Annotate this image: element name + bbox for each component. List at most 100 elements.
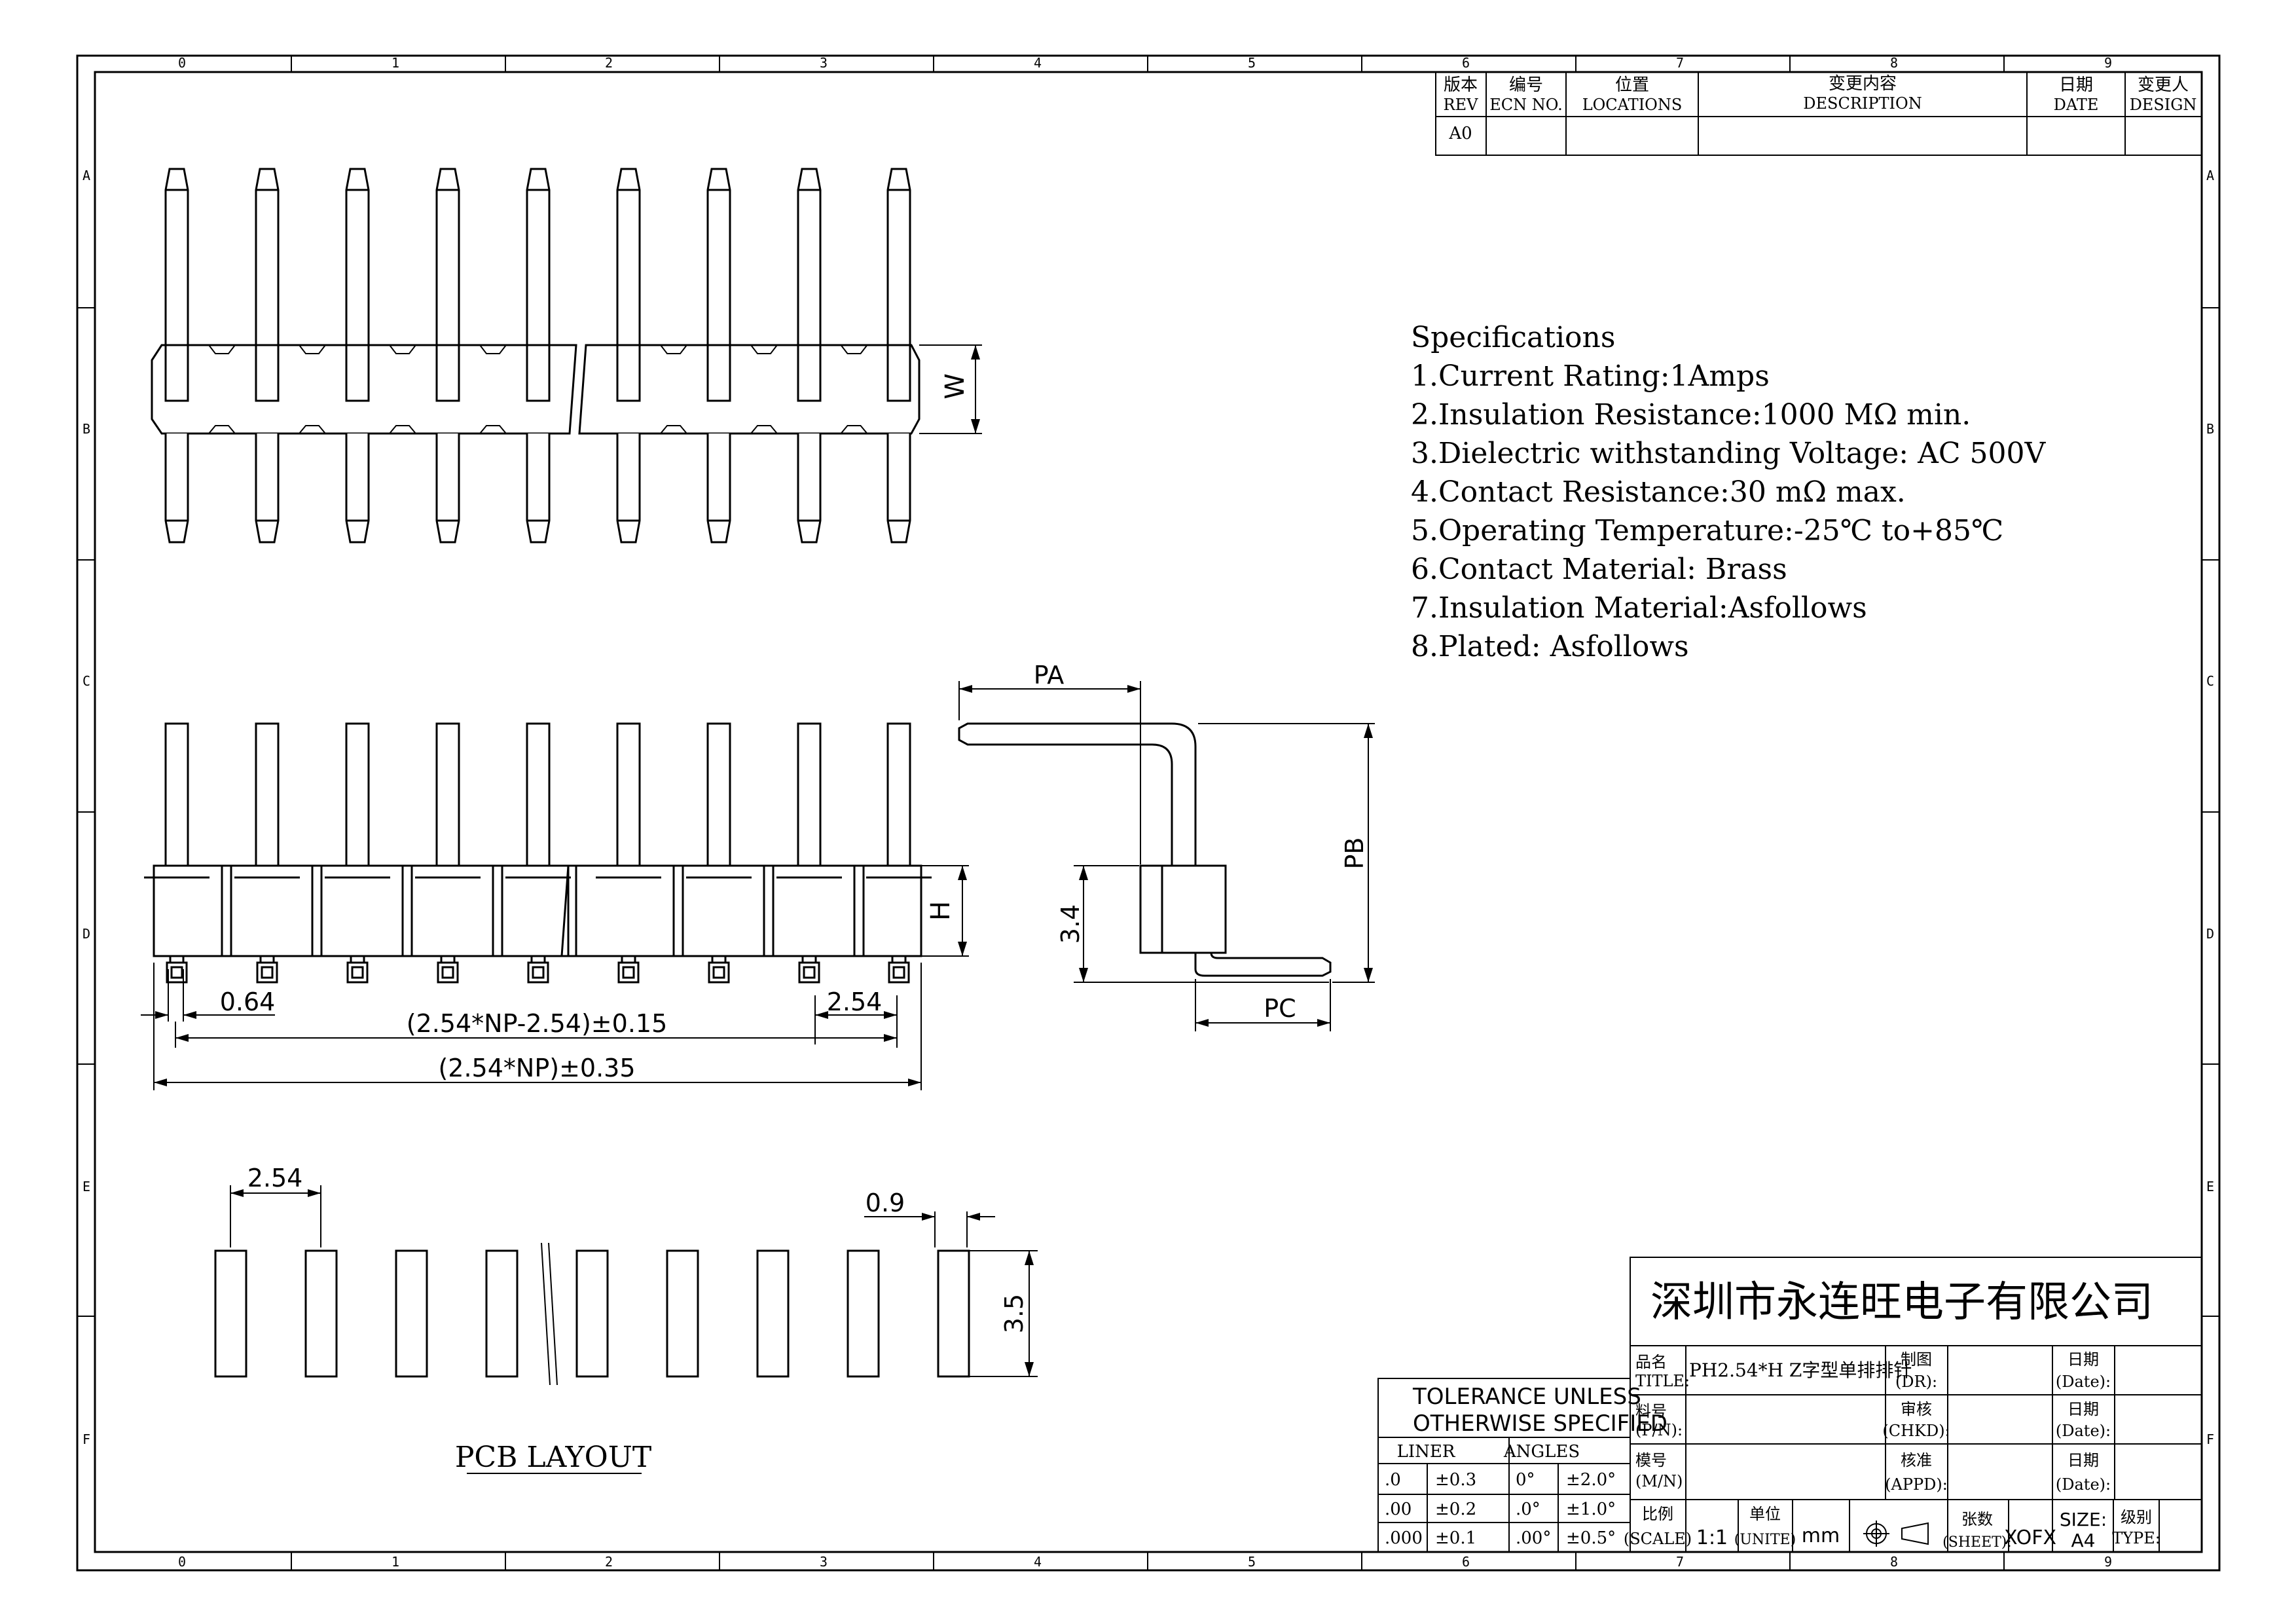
description-header-cn: 变更内容	[1829, 74, 1897, 94]
frame-col-label: 2	[605, 1554, 613, 1570]
locations-header-cn: 位置	[1615, 75, 1649, 95]
tol-cell: .0	[1385, 1470, 1401, 1490]
pcb-layout: 2.54 0.9 3.5 PCB LAYOUT	[214, 1164, 1038, 1474]
pcb-pad	[214, 1249, 247, 1378]
rev-header-cn: 版本	[1444, 75, 1478, 95]
pin-tail	[708, 961, 730, 984]
pin	[616, 434, 641, 544]
tol-cell: .00°	[1516, 1528, 1551, 1548]
housing-notch	[299, 344, 326, 354]
title-label-cn: 品名	[1635, 1353, 1667, 1371]
dim-h: H	[926, 901, 956, 921]
spec-item: 2.Insulation Resistance:1000 MΩ min.	[1411, 398, 1971, 432]
frame-col-label: 9	[2104, 55, 2112, 71]
pin-tail	[622, 966, 635, 979]
size-label: SIZE:	[2060, 1509, 2107, 1530]
unit-label-cn: 单位	[1749, 1505, 1781, 1523]
frame-col-label: 6	[1462, 55, 1470, 71]
frame-row-label: F	[82, 1431, 90, 1447]
pin-tail	[892, 966, 905, 979]
frame-row-label: F	[2206, 1431, 2214, 1447]
dim-pad-width: 0.9	[866, 1189, 905, 1217]
housing-notch	[479, 344, 507, 354]
frame-col-label: 1	[392, 55, 399, 71]
housing-notch	[660, 344, 687, 354]
sheet-label-cn: 张数	[1961, 1510, 1993, 1528]
pin	[345, 344, 370, 402]
pin	[435, 722, 460, 867]
appd-label-cn: 核准	[1901, 1451, 1932, 1469]
spec-item: 7.Insulation Material:Asfollows	[1411, 591, 1867, 625]
pin-tail	[798, 961, 820, 984]
spec-item: 8.Plated: Asfollows	[1411, 630, 1689, 663]
frame-col-label: 4	[1034, 1554, 1042, 1570]
frame-row-label: C	[82, 673, 90, 689]
date-label-en: (Date):	[2056, 1422, 2111, 1440]
pin	[526, 434, 551, 544]
specifications-title: Specifications	[1411, 321, 1615, 354]
dim-pin-width: 0.64	[220, 987, 276, 1016]
size-value: A4	[2071, 1530, 2096, 1551]
housing-notch	[208, 344, 236, 354]
pin-tail	[170, 966, 183, 979]
rev-header-en: REV	[1444, 96, 1479, 114]
chkd-label-cn: 审核	[1901, 1400, 1932, 1418]
pcb-pad	[756, 1249, 790, 1378]
pin	[164, 344, 189, 402]
tol-cell: .0°	[1516, 1500, 1540, 1519]
revision-table: 版本 REV 编号 ECN NO. 位置 LOCATIONS 变更内容 DESC…	[1435, 71, 2202, 156]
pcb-pad	[937, 1249, 970, 1378]
pin	[435, 344, 460, 402]
housing-notch	[389, 425, 416, 434]
dr-label-en: (DR):	[1895, 1373, 1937, 1391]
dim-total: (2.54*NP)±0.35	[438, 1054, 635, 1082]
pin	[616, 722, 641, 867]
design-header-cn: 变更人	[2138, 75, 2189, 95]
frame-row-label: D	[2206, 926, 2214, 942]
pin	[706, 434, 731, 544]
date-label-en: (Date):	[2056, 1475, 2111, 1494]
projection-symbol	[1863, 1521, 1929, 1547]
frame-row-label: D	[82, 926, 90, 942]
pin	[706, 722, 731, 867]
tol-cell: ±2.0°	[1566, 1470, 1616, 1490]
dim-pitch: 2.54	[827, 987, 883, 1016]
pcb-pad	[304, 1249, 338, 1378]
pin	[345, 722, 370, 867]
pin	[616, 344, 641, 402]
tolerance-block: TOLERANCE UNLESS OTHERWISE SPECIFIED LIN…	[1377, 1378, 1667, 1553]
frame-col-label: 2	[605, 55, 613, 71]
frame-col-label: 8	[1890, 1554, 1898, 1570]
housing-divider	[560, 865, 570, 957]
sheet-value: XOFX	[2004, 1526, 2056, 1549]
frame-col-label: 6	[1462, 1554, 1470, 1570]
dim-span: (2.54*NP-2.54)±0.15	[407, 1009, 668, 1038]
pcb-pad	[485, 1249, 519, 1378]
mold-label-cn: 模号	[1635, 1451, 1667, 1469]
pin	[435, 434, 460, 544]
date-label-cn: 日期	[2068, 1400, 2099, 1418]
appd-label-en: (APPD):	[1885, 1475, 1948, 1494]
sheet-label-en: (SHEET):	[1942, 1534, 2012, 1551]
pn-label-cn: 料号	[1635, 1402, 1667, 1420]
spec-item: 4.Contact Resistance:30 mΩ max.	[1411, 475, 1906, 509]
locations-header-en: LOCATIONS	[1582, 96, 1683, 114]
pin-tail	[532, 966, 545, 979]
scale-label-en: (SCALE)	[1624, 1530, 1692, 1548]
tol-cell: 0°	[1516, 1470, 1535, 1490]
pin-tail	[617, 961, 640, 984]
pin	[255, 434, 280, 544]
pin	[797, 722, 822, 867]
top-view: W	[151, 168, 982, 544]
unit-label-en: (UNITE)	[1734, 1532, 1796, 1548]
tol-cell: .00	[1385, 1500, 1412, 1519]
pin-tail	[351, 966, 364, 979]
date-label-cn: 日期	[2068, 1451, 2099, 1469]
frame-col-label: 9	[2104, 1554, 2112, 1570]
spec-item: 3.Dielectric withstanding Voltage: AC 50…	[1411, 437, 2046, 470]
type-label-cn: 级别	[2121, 1508, 2152, 1526]
company-name: 深圳市永连旺电子有限公司	[1650, 1278, 2153, 1327]
unit-value: mm	[1802, 1524, 1840, 1547]
pin	[345, 434, 370, 544]
